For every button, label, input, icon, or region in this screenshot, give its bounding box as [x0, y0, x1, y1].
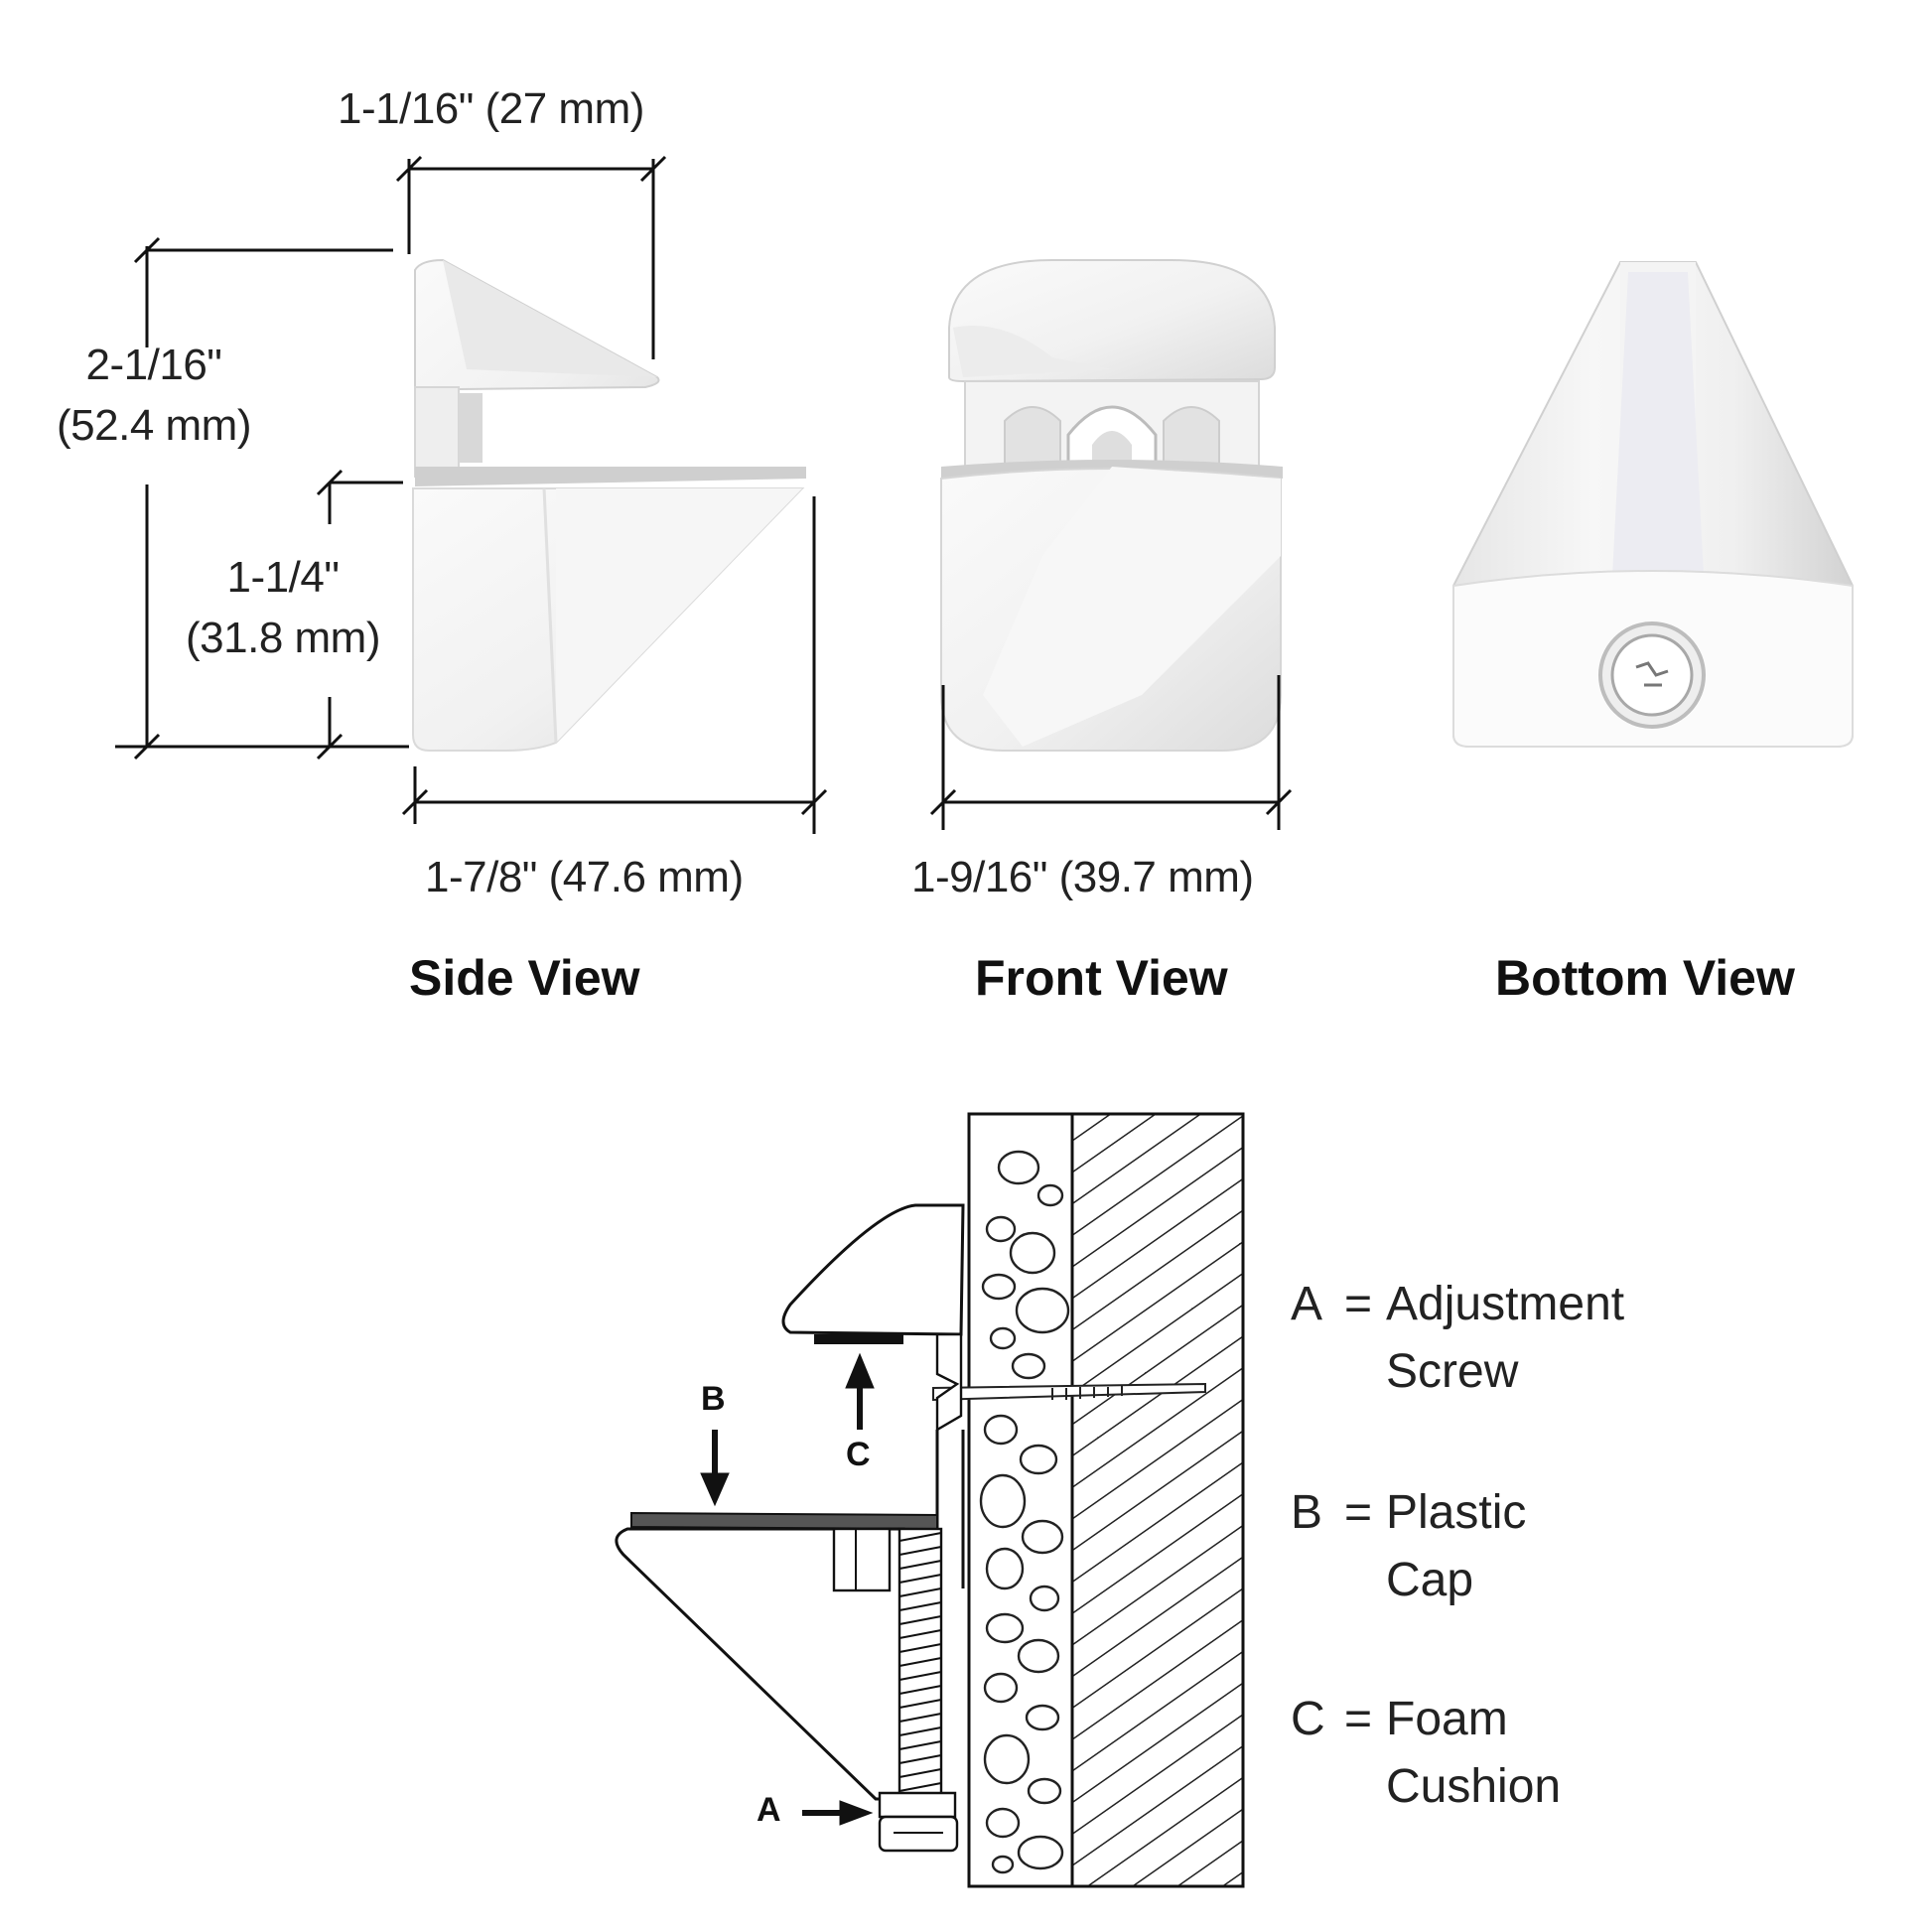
- legend-equals: =: [1343, 1486, 1373, 1539]
- legend-desc-line1: Adjustment: [1386, 1278, 1625, 1330]
- legend-desc-line2: Cushion: [1386, 1760, 1562, 1813]
- side-view-drawing: [412, 258, 806, 752]
- side-total-height-label: 2-1/16" (52.4 mm): [40, 340, 268, 453]
- front-width-label: 1-9/16" (39.7 mm): [911, 853, 1254, 901]
- bottom-view-drawing: [1452, 261, 1854, 748]
- side-total-height-metric: (52.4 mm): [57, 400, 251, 450]
- legend-desc-line1: Plastic: [1386, 1486, 1527, 1539]
- installation-diagram: [615, 1112, 1245, 1888]
- front-view-title: Front View: [975, 950, 1228, 1006]
- legend-desc-line2: Cap: [1386, 1554, 1474, 1606]
- side-depth-label: 1-7/8" (47.6 mm): [425, 853, 744, 901]
- side-view-title: Side View: [409, 950, 640, 1006]
- bottom-view-title: Bottom View: [1495, 950, 1795, 1006]
- callout-b: B: [701, 1380, 726, 1418]
- legend-equals: =: [1343, 1278, 1373, 1330]
- side-lower-height-label: 1-1/4" (31.8 mm): [169, 552, 397, 665]
- legend-equals: =: [1343, 1693, 1373, 1745]
- callout-a: A: [757, 1791, 781, 1829]
- side-lower-height-metric: (31.8 mm): [186, 613, 380, 662]
- callout-c: C: [846, 1436, 871, 1473]
- front-view-drawing: [940, 259, 1283, 752]
- side-total-height-value: 2-1/16": [85, 341, 222, 389]
- callout-arrows: [700, 1352, 875, 1826]
- legend-key: C: [1291, 1693, 1325, 1745]
- legend-desc-line2: Screw: [1386, 1345, 1519, 1398]
- legend-key: B: [1291, 1486, 1323, 1539]
- side-view-dimensions: [115, 155, 828, 834]
- legend-desc-line1: Foam: [1386, 1693, 1508, 1745]
- legend-key: A: [1291, 1278, 1323, 1330]
- side-top-width-label: 1-1/16" (27 mm): [338, 84, 644, 133]
- front-view-dimensions: [929, 675, 1293, 830]
- side-lower-height-value: 1-1/4": [226, 553, 340, 602]
